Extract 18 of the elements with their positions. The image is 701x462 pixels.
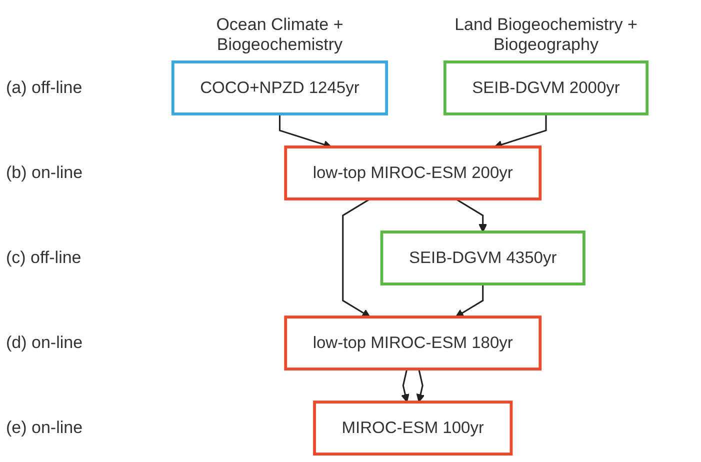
column-heading: Ocean Climate + Biogeochemistry [215,14,344,56]
arrow [455,284,484,318]
row-label: (d) on-line [6,333,83,354]
process-box: low-top MIROC-ESM 200yr [284,146,542,200]
row-label: (b) on-line [6,162,83,184]
arrow [455,198,488,232]
arrow [416,368,425,402]
process-box: MIROC-ESM 100yr [313,400,513,456]
arrow [401,368,410,402]
process-box: low-top MIROC-ESM 180yr [284,316,542,370]
arrow [342,198,370,318]
row-label: (c) off-line [6,248,82,268]
process-box: COCO+NPZD 1245yr [171,60,388,116]
column-heading: Land Biogeochemistry + Biogeography [454,14,638,56]
process-box: SEIB-DGVM 4350yr [380,230,586,286]
row-label: (a) off-line [6,78,82,98]
row-label: (e) on-line [6,418,83,438]
process-box: SEIB-DGVM 2000yr [443,60,649,116]
